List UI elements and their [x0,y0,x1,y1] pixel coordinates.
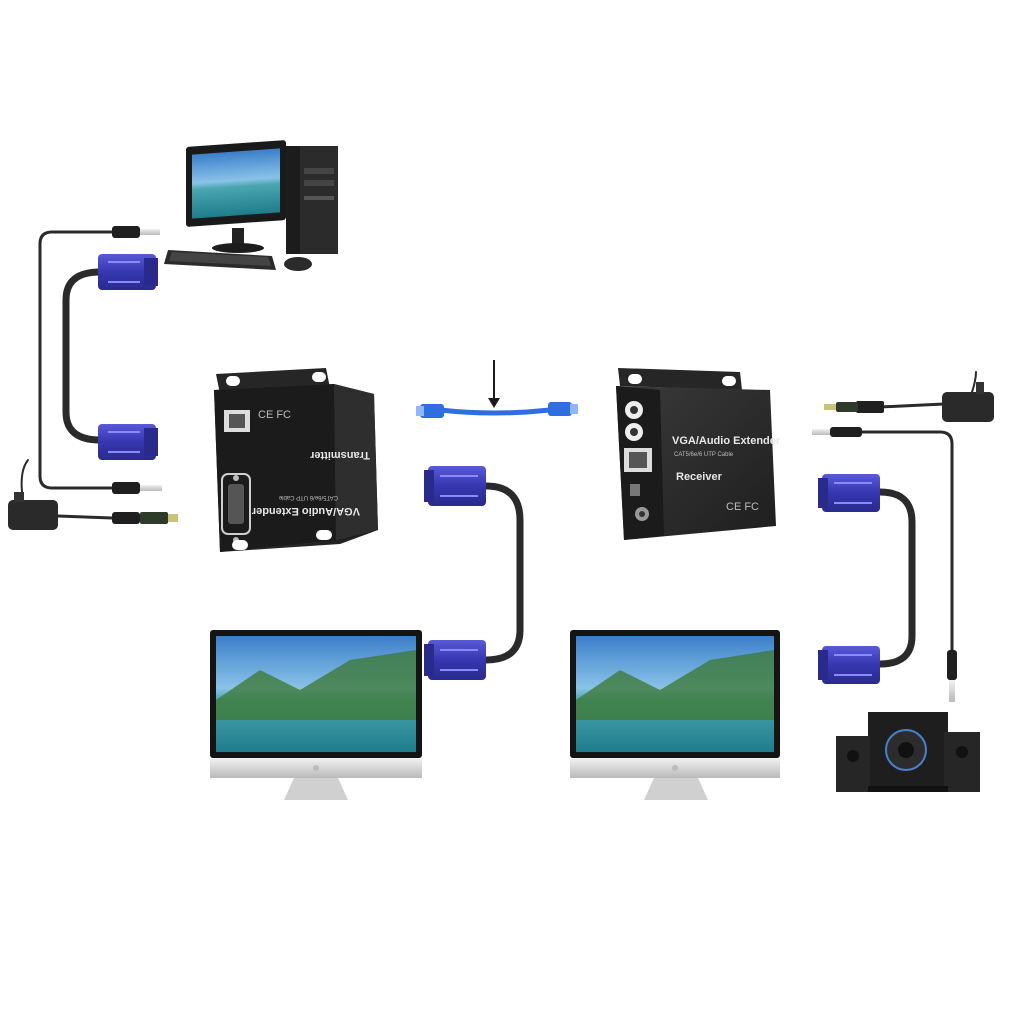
transmitter-marks: CE FC [258,409,291,421]
right-vga-cable [876,488,916,668]
power-adapter-icon [8,492,178,530]
receiver-model-label: VGA/Audio Extender [672,435,781,447]
receiver-cable-label: CAT5/6e/6 UTP Cable [674,452,734,458]
right-audio-cable [860,430,954,652]
rj45-cable-icon [416,360,578,418]
left-vga-cable [62,268,104,444]
receiver-marks: CE FC [726,501,759,513]
speaker-system-icon [836,712,980,792]
vga-connector-icon [98,254,880,684]
left-audio-cable [38,230,114,490]
pc-tower-icon [164,140,338,271]
left-power-cord [56,514,114,520]
receiver-role-label: Receiver [676,471,723,483]
middle-vga-cable [482,482,524,664]
receiver-device: VGA/Audio Extender CAT5/6e/6 UTP Cable R… [616,368,781,550]
transmitter-device: CE FC VGA/Audio Extender CAT5/6e/6 UTP C… [214,368,378,552]
right-power-cord [878,402,946,409]
transmitter-model-label: VGA/Audio Extender [251,505,360,517]
audio-plug-icon [112,226,162,494]
right-audio-plug-icon [812,427,957,702]
transmitter-cable-label: CAT5/6e/6 UTP Cable [278,494,338,500]
monitor-icon [210,630,780,800]
transmitter-role-label: Transmitter [309,449,370,461]
right-power-adapter-icon [824,382,994,422]
cables [20,230,977,668]
